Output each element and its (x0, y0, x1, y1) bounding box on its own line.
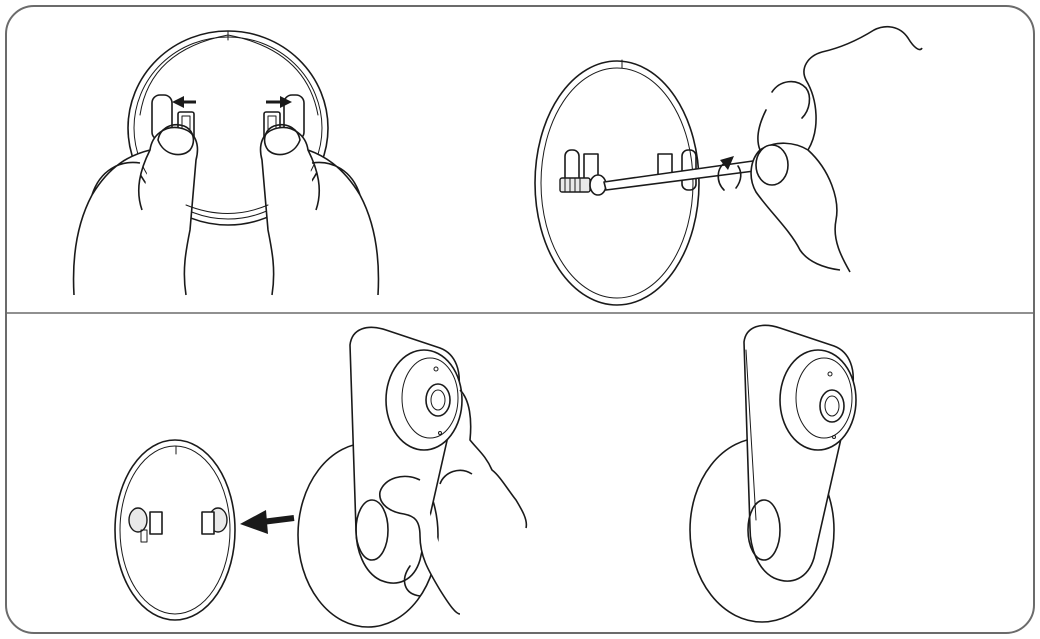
panel-release-latches (72, 30, 380, 296)
left-arrow-icon (172, 96, 196, 108)
right-arrow-icon (266, 96, 292, 108)
camera-lens-housing (385, 349, 463, 451)
left-hand (72, 126, 199, 296)
panel-screw-mount (534, 25, 923, 306)
insert-arrow-icon (240, 510, 295, 534)
screwdriver-hand (750, 25, 923, 273)
panel-camera-mounted (689, 324, 857, 623)
camera-hand (379, 389, 528, 615)
panel-attach-camera (114, 326, 528, 628)
mounted-camera-lens (819, 389, 845, 423)
right-hand (259, 126, 380, 296)
camera-lens (425, 383, 451, 417)
screw-icon (559, 174, 607, 196)
figure-border (5, 5, 1035, 634)
rotate-arrow-icon (717, 156, 742, 191)
wall-mount (114, 439, 236, 621)
